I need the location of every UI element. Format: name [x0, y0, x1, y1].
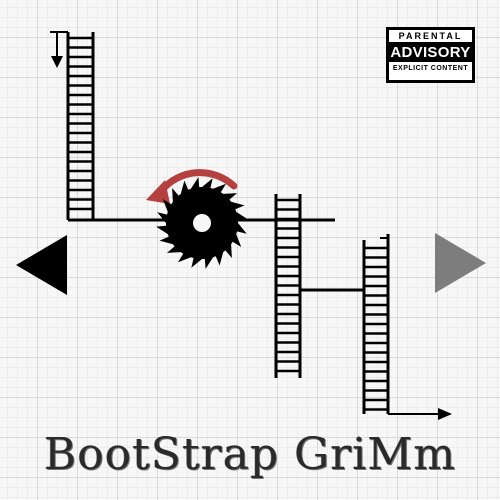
right-arrow-icon: [388, 408, 452, 420]
advisory-line-main: ADVISORY: [389, 43, 472, 62]
counterclockwise-arrow-icon: [146, 169, 238, 204]
right-triangle-icon[interactable]: [435, 233, 486, 293]
advisory-line-bottom: EXPLICIT CONTENT: [392, 65, 469, 72]
ladder-middle: [274, 194, 302, 378]
ladder-left: [66, 32, 95, 220]
down-arrow-icon: [50, 31, 68, 68]
parental-advisory-label: PARENTAL ADVISORY EXPLICIT CONTENT: [386, 27, 475, 83]
album-title: BootStrap GriMm: [43, 429, 457, 480]
ladder-right: [362, 234, 390, 414]
left-triangle-icon[interactable]: [16, 235, 67, 295]
circular-saw-blade-icon: [156, 177, 248, 269]
advisory-line-top: PARENTAL: [389, 30, 472, 43]
